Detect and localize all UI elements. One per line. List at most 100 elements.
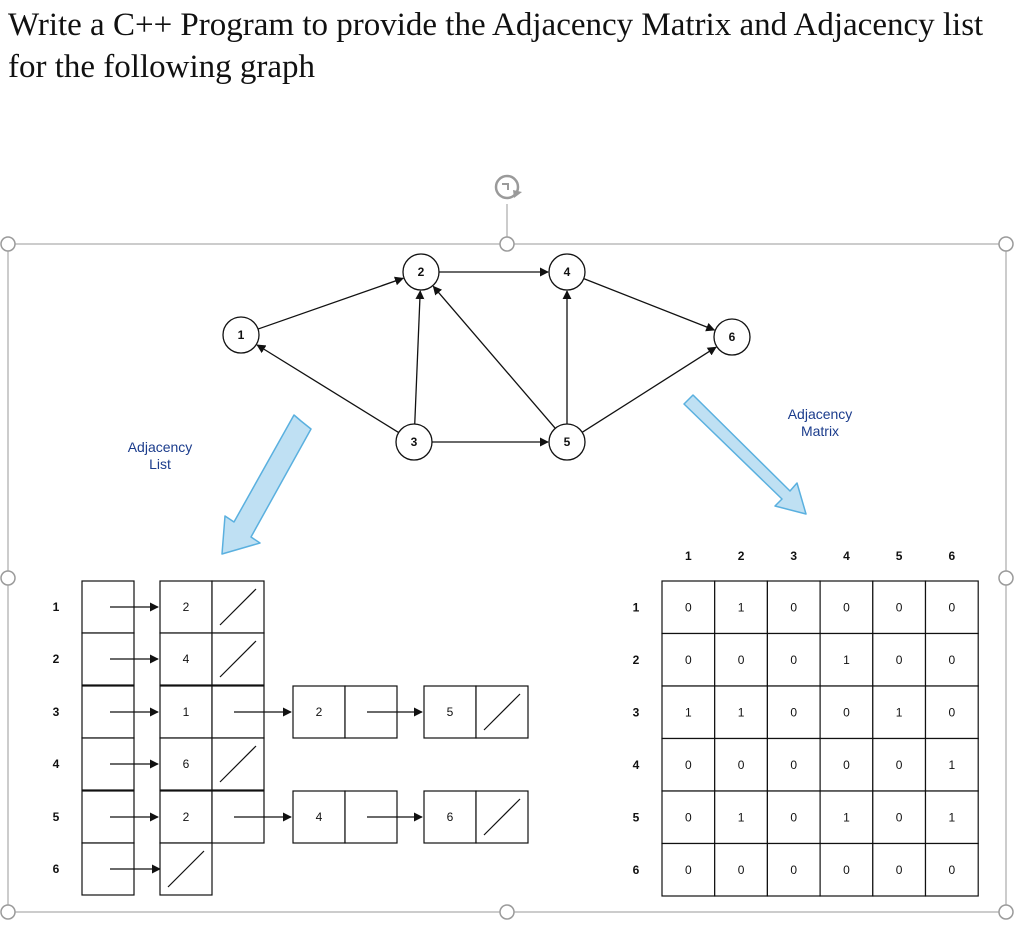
matrix-cell [661,685,716,740]
matrix-cell [766,842,821,897]
list-node-value-cell [159,685,213,739]
matrix-cell-value: 0 [790,653,797,667]
matrix-cell-value: 1 [738,810,745,824]
resize-handle-5[interactable] [998,570,1014,586]
node-label-6: 6 [729,330,736,344]
node-5 [548,423,586,461]
edge-3-2 [414,290,425,425]
matrix-cell-value: 0 [685,600,692,614]
matrix-cell-value: 0 [896,758,903,772]
matrix-col-header: 3 [790,549,797,563]
node-1 [222,316,260,354]
list-vertex-6: 6 [53,862,60,876]
matrix-cell-value: 0 [843,600,850,614]
matrix-cell [819,790,874,845]
node-6 [713,318,751,356]
matrix-cell [872,842,927,897]
matrix-col-header: 4 [843,549,850,563]
list-node-value: 6 [447,810,454,824]
resize-handle-8[interactable] [998,904,1014,920]
node-4 [548,253,586,291]
matrix-cell-value: 0 [738,758,745,772]
resize-handle-7[interactable] [499,904,515,920]
matrix-col-header: 2 [738,549,745,563]
matrix-cell-value: 0 [685,810,692,824]
matrix-col-header: 1 [685,549,692,563]
matrix-cell [766,685,821,740]
matrix-cell-value: 1 [738,705,745,719]
matrix-cell-value: 0 [790,600,797,614]
matrix-cell-value: 0 [790,758,797,772]
matrix-cell [819,737,874,792]
matrix-cell-value: 0 [843,863,850,877]
matrix-cell-value: 0 [738,653,745,667]
matrix-cell [872,790,927,845]
matrix-cell [924,737,979,792]
matrix-cell [924,842,979,897]
matrix-cell-value: 0 [896,653,903,667]
matrix-cell [714,842,769,897]
matrix-row-header: 2 [633,653,640,667]
list-vertex-1: 1 [53,600,60,614]
matrix-cell [661,842,716,897]
matrix-cell-value: 1 [843,810,850,824]
edge-4-6 [583,277,716,332]
matrix-col-header: 5 [896,549,903,563]
matrix-row-header: 1 [633,600,640,614]
resize-handle-2[interactable] [499,236,515,252]
matrix-cell [872,580,927,635]
resize-handle-4[interactable] [0,570,16,586]
matrix-cell-value: 0 [685,653,692,667]
node-label-1: 1 [238,328,245,342]
list-node-value: 1 [183,705,190,719]
node-3 [395,423,433,461]
node-label-2: 2 [418,265,425,279]
list-node-value-cell [159,737,213,791]
matrix-cell-value: 0 [896,863,903,877]
matrix-cell-value: 0 [738,863,745,877]
list-vertex-4: 4 [53,757,60,771]
list-node-value-cell [159,580,213,634]
matrix-cell [872,737,927,792]
adj-list-caption-1: Adjacency [128,439,193,455]
edge-5-2 [432,285,556,429]
matrix-row-header: 5 [633,810,640,824]
list-vertex-3: 3 [53,705,60,719]
matrix-cell [924,632,979,687]
list-node-value-cell [423,685,477,739]
matrix-cell-value: 1 [949,810,956,824]
edge-1-2 [257,276,404,330]
matrix-row-header: 6 [633,863,640,877]
list-node-value: 6 [183,757,190,771]
matrix-row-header: 3 [633,705,640,719]
matrix-cell [766,632,821,687]
matrix-cell-value: 0 [949,863,956,877]
matrix-cell [872,632,927,687]
matrix-cell [819,685,874,740]
resize-handle-6[interactable] [0,904,16,920]
matrix-row-header: 4 [633,758,640,772]
resize-handle-1[interactable] [0,236,16,252]
matrix-cell-value: 0 [949,705,956,719]
matrix-cell [714,737,769,792]
flow-arrow-to-list-icon [221,414,312,555]
matrix-cell-value: 0 [790,863,797,877]
resize-handle-3[interactable] [998,236,1014,252]
matrix-cell [924,685,979,740]
node-label-5: 5 [564,435,571,449]
matrix-cell [766,790,821,845]
edge-3-1 [256,344,400,434]
matrix-cell-value: 0 [843,758,850,772]
matrix-cell-value: 1 [896,705,903,719]
matrix-cell-value: 1 [738,600,745,614]
matrix-cell [661,737,716,792]
list-node-value: 2 [183,810,190,824]
adj-matrix-caption-2: Matrix [801,423,839,439]
list-vertex-5: 5 [53,810,60,824]
edge-5-6 [581,346,717,433]
question-text: Write a C++ Program to provide the Adjac… [8,7,984,85]
rotate-handle-icon[interactable] [494,174,522,200]
